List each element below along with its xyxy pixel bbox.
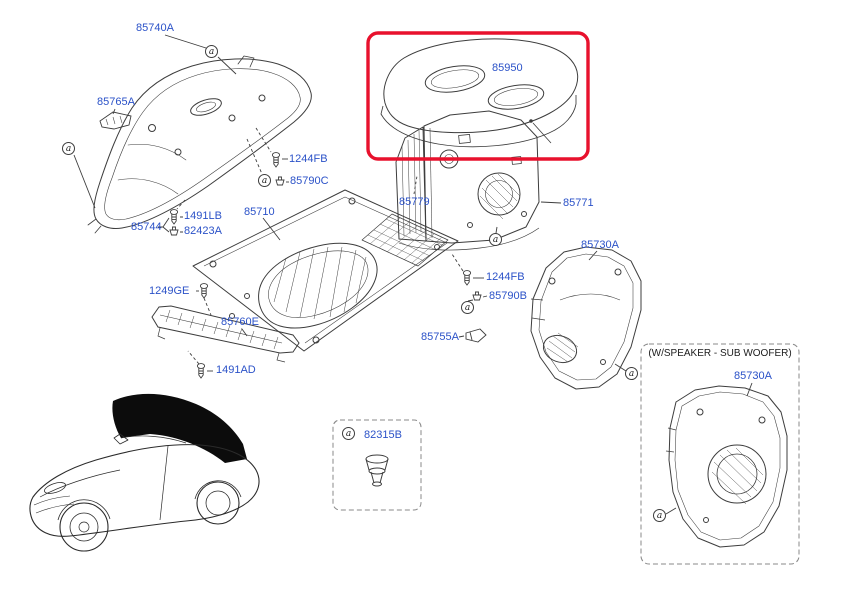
part-85950-drawing [380, 38, 579, 148]
car-illustration [29, 393, 260, 552]
subwoofer-variant-box [640, 343, 800, 565]
part-85755a-drawing [465, 328, 487, 343]
part-label-85771[interactable]: 85771 [563, 197, 594, 209]
callout-marker-a: a [258, 174, 271, 187]
part-85779-85771-drawing [395, 110, 540, 251]
callout-marker-a: a [461, 301, 474, 314]
callout-marker-a: a [205, 45, 218, 58]
fastener-glyphs [169, 152, 487, 379]
callout-marker-a: a [625, 367, 638, 380]
part-85740a-drawing [87, 55, 312, 234]
part-label-85760e[interactable]: 85760E [221, 316, 259, 328]
callout-marker-a: a [653, 509, 666, 522]
part-label-85755a[interactable]: 85755A [421, 331, 459, 343]
subwoofer-note-title: (W/SPEAKER - SUB WOOFER) [648, 348, 792, 359]
part-label-82423a[interactable]: 82423A [184, 225, 222, 237]
callout-marker-a: a [489, 233, 502, 246]
part-85765a-drawing [99, 111, 132, 130]
part-label-85790c[interactable]: 85790C [290, 175, 329, 187]
part-label-85744[interactable]: 85744 [131, 221, 162, 233]
callout-marker-a: a [62, 142, 75, 155]
part-label-1491ad[interactable]: 1491AD [216, 364, 256, 376]
part-label-85740a[interactable]: 85740A [136, 22, 174, 34]
part-label-85710[interactable]: 85710 [244, 206, 275, 218]
part-85760e-drawing [151, 305, 300, 363]
callout-marker-a: a [342, 427, 355, 440]
part-label-85730a-right[interactable]: 85730A [581, 239, 619, 251]
leader-lines [73, 34, 753, 515]
highlight-box-85950 [366, 31, 590, 161]
part-label-1249ge[interactable]: 1249GE [149, 285, 190, 297]
part-label-1491lb[interactable]: 1491LB [184, 210, 222, 222]
clip-82315b-box [332, 419, 422, 511]
part-label-85950[interactable]: 85950 [492, 62, 523, 74]
part-label-85790b[interactable]: 85790B [489, 290, 527, 302]
part-label-85779[interactable]: 85779 [399, 196, 430, 208]
part-85710-drawing [192, 189, 459, 352]
part-label-85765a[interactable]: 85765A [97, 96, 135, 108]
part-label-85730a-subwoofer[interactable]: 85730A [734, 370, 772, 382]
part-label-82315b[interactable]: 82315B [364, 429, 402, 441]
part-label-1244fb-mid[interactable]: 1244FB [486, 271, 525, 283]
part-85730a-drawing [530, 246, 642, 390]
part-label-1244fb-upper[interactable]: 1244FB [289, 153, 328, 165]
